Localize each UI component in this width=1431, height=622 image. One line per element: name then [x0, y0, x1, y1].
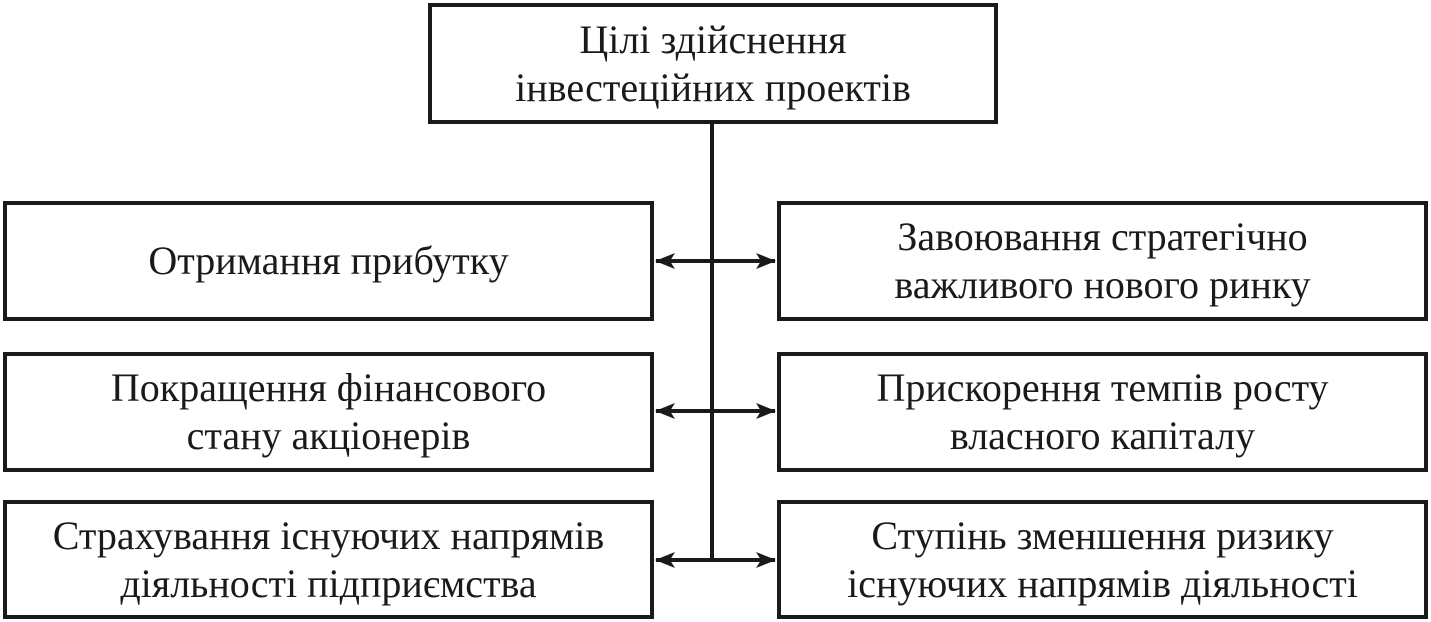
goal-text-insurance-line-2: діяльності підприємства [120, 560, 537, 606]
goal-text-insurance-line-1: Страхування існуючих напрямів [52, 512, 605, 558]
goal-text-new-market-line-2: важливого нового ринку [894, 262, 1311, 307]
goal-text-capital-growth-line-2: власного капіталу [949, 413, 1256, 458]
goal-box-capital-growth: Прискорення темпів росту власного капіта… [777, 352, 1428, 472]
goal-box-insurance: Страхування існуючих напрямів діяльності… [3, 500, 654, 619]
goal-box-shareholders: Покращення фінансового стану акціонерів [3, 352, 654, 472]
goal-text-risk-reduction-line-2: існуючих напрямів діяльності [847, 560, 1358, 606]
goal-box-new-market: Завоювання стратегічно важливого нового … [777, 201, 1428, 321]
root-goal-line-2: інвестеційних проектів [515, 64, 911, 110]
goal-box-profit: Отримання прибутку [3, 201, 654, 321]
root-goal-line-1: Цілі здійснення [579, 16, 847, 62]
goal-text-risk-reduction-line-1: Ступінь зменшення ризику [871, 512, 1334, 558]
goal-box-risk-reduction: Ступінь зменшення ризику існуючих напрям… [777, 500, 1428, 619]
goal-text-capital-growth-line-1: Прискорення темпів росту [876, 365, 1329, 410]
goal-text-shareholders-line-1: Покращення фінансового [110, 365, 547, 410]
goal-text-shareholders-line-2: стану акціонерів [186, 413, 471, 458]
root-goal-box: Цілі здійснення інвестеційних проектів [428, 3, 998, 124]
goal-text-profit: Отримання прибутку [148, 238, 509, 283]
goal-text-new-market-line-1: Завоювання стратегічно [897, 214, 1308, 259]
